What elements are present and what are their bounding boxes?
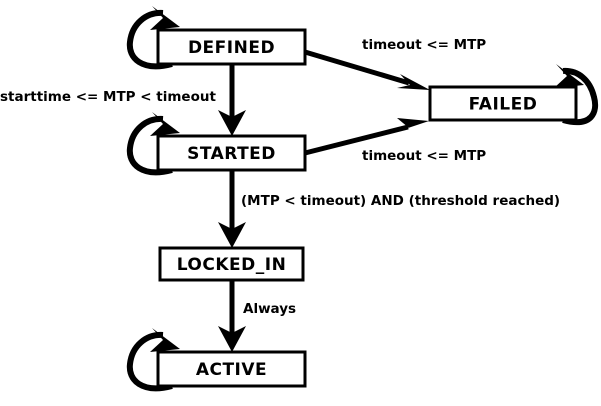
transition-started-to-failed[interactable]	[304, 118, 429, 156]
state-box-defined	[156, 28, 307, 66]
transition-defined-to-started[interactable]	[218, 64, 246, 136]
edge-label-locked-in-to-active: Always	[243, 301, 296, 317]
state-label-started: STARTED	[187, 144, 276, 164]
started-to-locked-in-arrowhead	[218, 222, 246, 248]
transition-active-self-loop[interactable]	[126, 328, 180, 392]
state-label-active: ACTIVE	[196, 360, 267, 380]
active-self-loop-path	[126, 331, 173, 392]
transition-started-self-loop[interactable]	[126, 112, 180, 176]
failed-self-loop-arrowhead	[554, 64, 584, 88]
edge-label-defined-to-started: starttime <= MTP < timeout	[0, 89, 216, 105]
started-to-failed-path	[304, 124, 409, 156]
locked-in-to-active-arrowhead	[218, 326, 246, 352]
state-box-active	[156, 350, 307, 388]
state-node-defined[interactable]: DEFINED	[156, 28, 307, 66]
state-label-failed: FAILED	[469, 95, 538, 115]
transition-started-to-locked-in[interactable]	[218, 170, 246, 248]
started-self-loop-path	[126, 115, 173, 176]
state-box-failed	[428, 85, 578, 122]
edge-label-started-to-locked-in: (MTP < timeout) AND (threshold reached)	[241, 193, 560, 209]
state-box-locked-in	[158, 246, 305, 282]
failed-self-loop-path	[562, 67, 599, 125]
defined-self-loop-path	[126, 9, 173, 70]
defined-self-loop-arrowhead	[150, 6, 180, 30]
defined-to-started-arrowhead	[218, 110, 246, 136]
transition-failed-self-loop[interactable]	[554, 64, 599, 125]
transition-defined-to-failed[interactable]	[304, 49, 430, 90]
state-node-failed[interactable]: FAILED	[428, 85, 578, 122]
defined-to-failed-path	[304, 49, 410, 86]
state-node-active[interactable]: ACTIVE	[156, 350, 307, 388]
started-self-loop-arrowhead	[150, 112, 180, 136]
transition-defined-self-loop[interactable]	[126, 6, 180, 70]
started-to-failed-arrowhead	[396, 118, 429, 132]
state-node-started[interactable]: STARTED	[156, 134, 307, 172]
state-label-defined: DEFINED	[188, 38, 275, 58]
edge-label-defined-to-failed: timeout <= MTP	[362, 37, 486, 53]
state-label-locked-in: LOCKED_IN	[177, 255, 287, 275]
edge-label-started-to-failed: timeout <= MTP	[362, 148, 486, 164]
transition-locked-in-to-active[interactable]	[218, 280, 246, 352]
state-box-started	[156, 134, 307, 172]
active-self-loop-arrowhead	[150, 328, 180, 352]
defined-to-failed-arrowhead	[397, 74, 430, 90]
state-node-locked-in[interactable]: LOCKED_IN	[158, 246, 305, 282]
